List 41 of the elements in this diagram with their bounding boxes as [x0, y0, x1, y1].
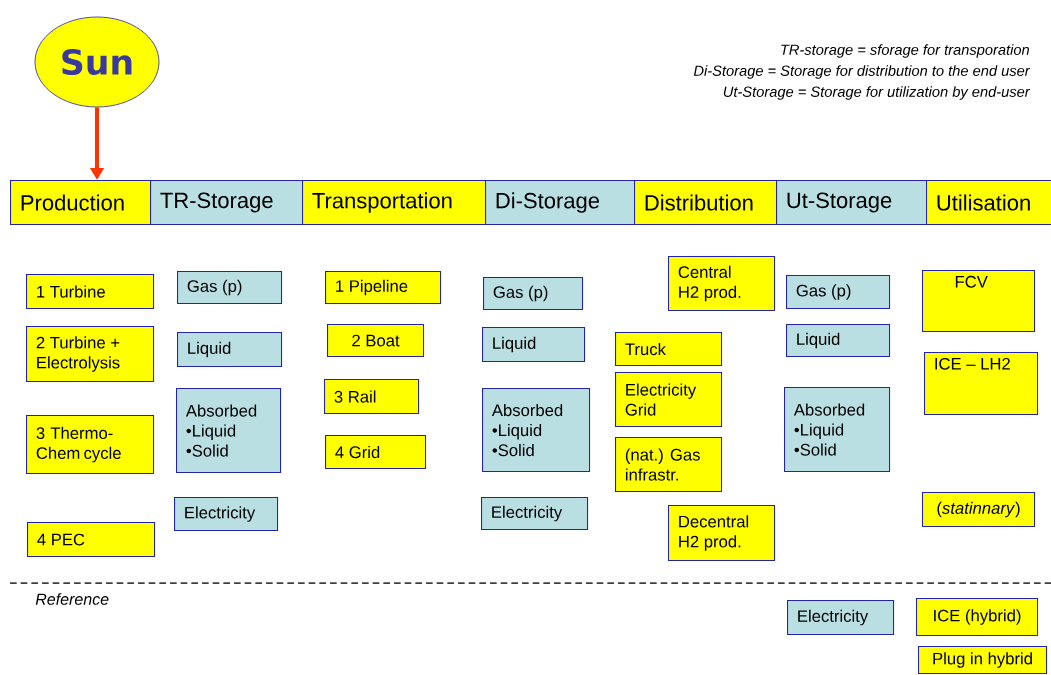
option-box: (nat.) Gas infrastr. — [615, 437, 723, 493]
stage-header-box: Ut-Storage — [776, 180, 928, 226]
option-box: ICE – LH2 — [924, 352, 1039, 416]
option-box: 4 PEC — [27, 522, 156, 558]
option-box: 1 Pipeline — [325, 271, 442, 305]
option-box: Gas (p) — [177, 271, 283, 305]
option-box: (statinnary) — [922, 492, 1036, 528]
option-box: Electricity — [787, 600, 895, 636]
stage-header-box: Distribution — [634, 180, 778, 226]
stage-header-box: Utilisation — [926, 180, 1051, 226]
option-box: ICE (hybrid) — [916, 598, 1039, 637]
section-label: Reference — [35, 593, 109, 605]
option-box: Truck — [615, 332, 723, 367]
legend-note: TR-storage = sforage for transporation — [781, 44, 1030, 58]
option-box: Liquid — [786, 324, 891, 358]
legend-note: Di-Storage = Storage for distribution to the end user — [693, 65, 1031, 79]
option-box: Absorbed •Liquid •Solid — [784, 387, 891, 473]
option-box: Absorbed •Liquid •Solid — [482, 388, 591, 473]
option-box: Electricity Grid — [615, 372, 723, 428]
option-box: 4 Grid — [325, 435, 427, 470]
option-box: Gas (p) — [483, 277, 584, 311]
option-box: FCV — [922, 270, 1036, 333]
option-box: Decentral H2 prod. — [668, 505, 776, 562]
stage-header-box: Di-Storage — [485, 180, 636, 226]
option-box: Central H2 prod. — [668, 256, 776, 312]
option-box: Liquid — [177, 332, 283, 368]
option-box: Absorbed •Liquid •Solid — [176, 388, 282, 474]
option-box: 2 Boat — [327, 324, 425, 358]
option-box: 2 Turbine + Electrolysis — [26, 326, 155, 383]
option-box: 3 Thermo-Chem cycle — [26, 415, 155, 475]
option-box: Electricity — [174, 497, 279, 532]
option-box: Plug in hybrid — [918, 646, 1048, 675]
stage-header-box: Transportation — [302, 180, 487, 226]
option-box: 1 Turbine — [26, 274, 155, 310]
option-box: 3 Rail — [324, 379, 420, 415]
legend-note: Ut-Storage = Storage for utilization by end-user — [723, 86, 1031, 100]
stage-header-box: TR-Storage — [150, 180, 304, 226]
option-box: Gas (p) — [786, 275, 891, 310]
option-box: Electricity — [481, 497, 589, 531]
stage-header-box: Production — [10, 180, 152, 226]
option-box: Liquid — [482, 327, 586, 363]
